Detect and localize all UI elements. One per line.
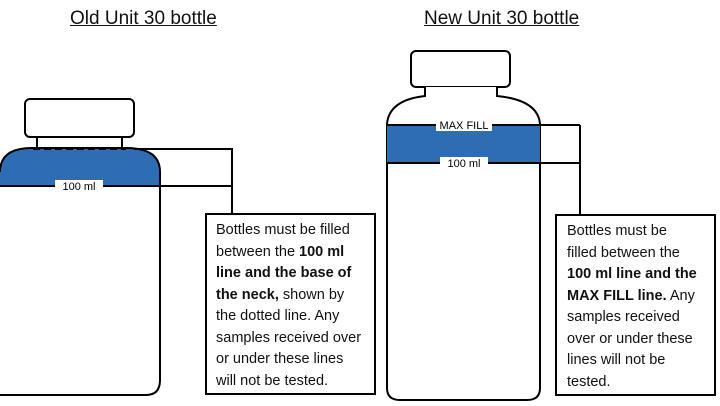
new-bottle-body [386,87,541,401]
old-bottle-note-box [205,213,376,395]
new-bottle-note-line: lines will not be [567,350,697,372]
old-bottle-note-line: line and the base of [216,263,361,285]
old-bottle-label-bg [55,180,103,193]
new-bottle-note-line: Bottles must be [567,221,697,243]
new-bottle-100ml-label-bg [440,157,488,170]
new-bottle-note-run: filled between the [567,244,680,261]
old-bottle-note-line: between the 100 ml [216,242,361,264]
new-bottle-note-run: MAX FILL line. [567,287,667,304]
old-bottle-note-line: the dotted line. Any [216,306,361,328]
old-bottle-note-line: Bottles must be filled [216,220,361,242]
old-bottle-100ml-label: 100 ml [62,181,95,193]
old-bottle-note-run: line and the base of [216,265,352,281]
new-bottle-note-run: 100 ml line and the [567,266,697,282]
old-bottle-note-line: the neck, shown by [216,285,361,307]
new-bottle-note-line: 100 ml line and the [567,264,697,286]
new-bottle-note-line: filled between the [567,243,697,265]
old-bottle-body [0,147,161,396]
new-bottle-max-fill-label: MAX FILL [440,120,489,132]
old-bottle-note-run: 100 ml [299,243,345,260]
new-bottle-liquid [387,125,540,163]
new-bottle-note-line: tested. [567,372,697,394]
old-bottle-note-run: will not be tested. [216,372,329,389]
new-bottle-note-run: samples received [567,309,680,325]
new-bottle-max-label-bg [436,118,492,131]
old-bottle-cap [24,98,135,138]
old-bottle-note-run: Bottles must be filled [216,222,350,238]
old-bottle-note-line: samples received over [216,328,361,350]
new-bottle-cap [410,50,511,88]
new-bottle-note-line: samples received [567,307,697,329]
old-bottle-liquid [0,148,160,186]
new-bottle-note-run: over or under these [567,330,693,347]
old-bottle: 100 ml [0,98,376,396]
old-bottle-note-run: the dotted line. Any [216,308,340,324]
old-bottle-note-text: Bottles must be filled between the 100 ml… [216,220,361,392]
new-bottle-note-line: over or under these [567,329,697,351]
new-bottle-note-run: Any [666,287,695,304]
old-bottle-title: Old Unit 30 bottle [70,8,217,29]
old-bottle-note-line: or under these lines [216,349,361,371]
old-bottle-note-run: the neck, [216,286,279,303]
new-bottle-100ml-label: 100 ml [447,158,480,170]
old-bottle-note-run: samples received over [216,329,362,346]
new-bottle-note-run: tested. [567,373,611,390]
new-bottle-note-text: Bottles must be filled between the 100 ml … [567,221,697,393]
old-bottle-note-line: will not be tested. [216,371,361,393]
old-bottle-connector [134,148,233,187]
old-bottle-note-run: between the [216,243,300,260]
new-bottle-note-line: MAX FILL line. Any [567,286,697,308]
new-bottle-note-box [555,214,716,396]
new-bottle-note-run: lines will not be [567,352,666,368]
new-bottle-note-run: Bottles must be [567,223,667,239]
new-bottle-title: New Unit 30 bottle [424,8,580,29]
new-bottle: MAX FILL 100 ml [386,50,716,401]
old-bottle-note-run: or under these lines [216,351,344,367]
old-bottle-note-run: shown by [278,286,345,303]
